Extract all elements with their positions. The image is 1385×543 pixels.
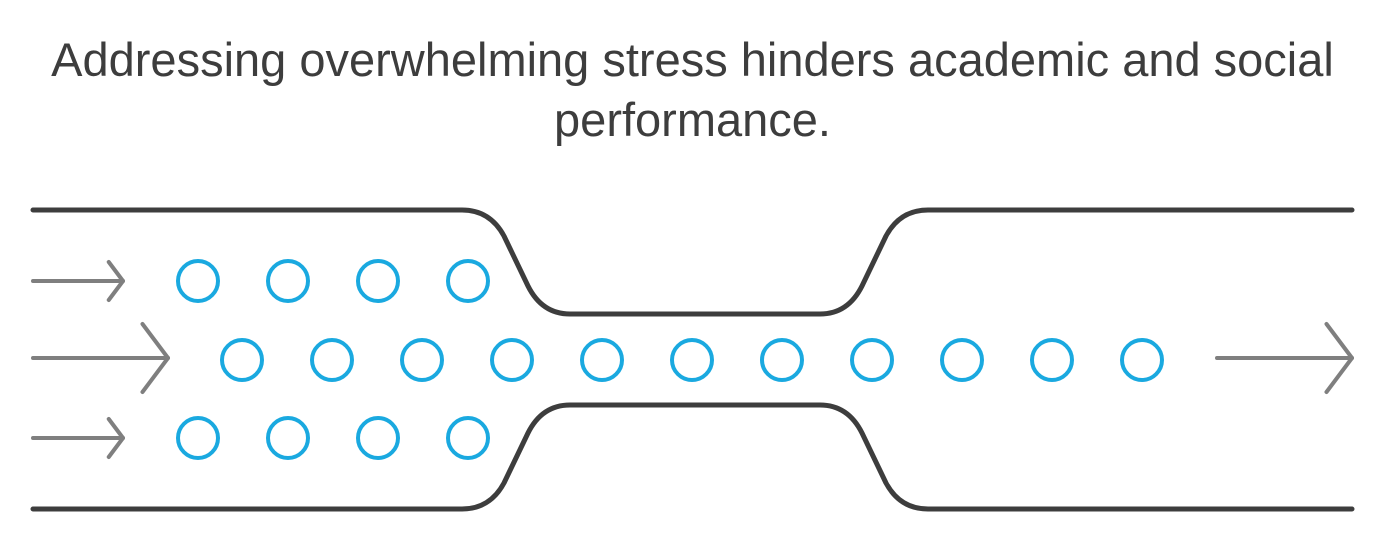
inflow-arrow-bottom-icon: [31, 417, 125, 459]
particle-middle-row-icon: [310, 338, 354, 382]
pipe-bottom-wall: [30, 402, 1355, 512]
particle-middle-row-icon: [850, 338, 894, 382]
particle-middle-row-icon: [670, 338, 714, 382]
flow-arrows: [31, 260, 1354, 459]
particle-middle-row-icon: [940, 338, 984, 382]
inflow-arrow-top-icon: [31, 260, 125, 302]
particle-bottom-row-icon: [446, 416, 490, 460]
particle-middle-row-icon: [580, 338, 624, 382]
particle-middle-row-icon: [220, 338, 264, 382]
flow-particles: [176, 259, 1164, 460]
particle-top-row-icon: [356, 259, 400, 303]
pipe-walls: [30, 207, 1355, 512]
particle-bottom-row-icon: [266, 416, 310, 460]
particle-middle-row-icon: [1120, 338, 1164, 382]
particle-top-row-icon: [266, 259, 310, 303]
particle-middle-row-icon: [400, 338, 444, 382]
particle-bottom-row-icon: [176, 416, 220, 460]
particle-top-row-icon: [176, 259, 220, 303]
particle-middle-row-icon: [760, 338, 804, 382]
particle-top-row-icon: [446, 259, 490, 303]
pipe-top-wall: [30, 207, 1355, 317]
particle-middle-row-icon: [490, 338, 534, 382]
particle-middle-row-icon: [1030, 338, 1074, 382]
particle-bottom-row-icon: [356, 416, 400, 460]
diagram-title: Addressing overwhelming stress hinders a…: [51, 33, 1334, 146]
inflow-arrow-middle-icon: [31, 322, 170, 394]
outflow-arrow-icon: [1215, 322, 1354, 394]
